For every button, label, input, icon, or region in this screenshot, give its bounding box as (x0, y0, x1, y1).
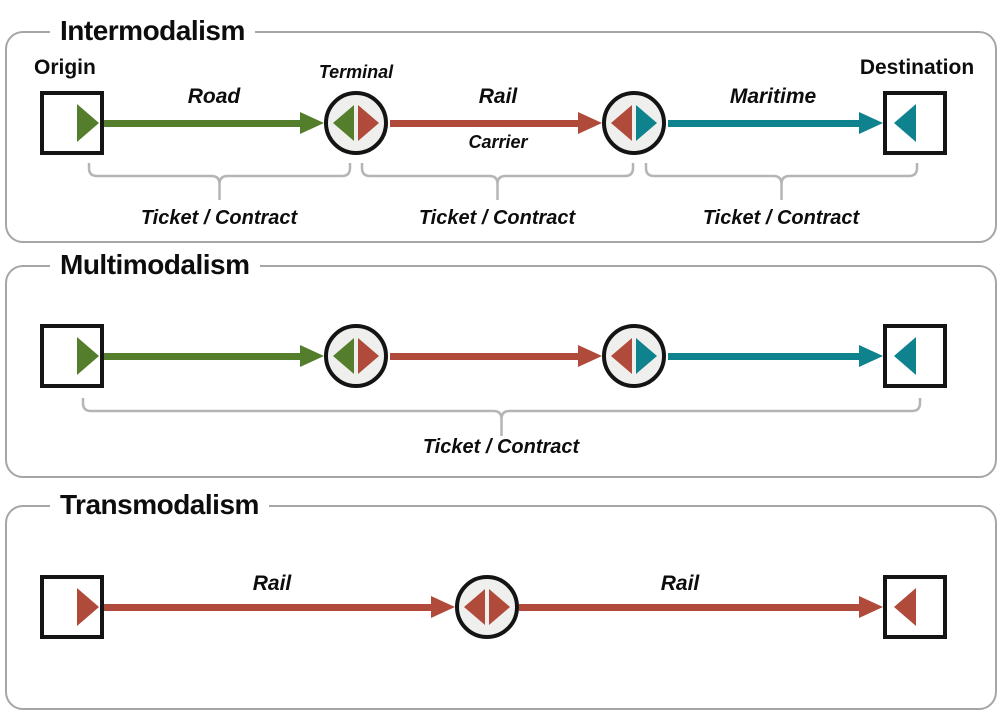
maritime-back-triangle-icon (894, 104, 916, 142)
road-forward-triangle-icon (77, 337, 99, 375)
maritime-arrow-shaft (668, 353, 861, 360)
ticket-contract-label-2: Ticket / Contract (418, 207, 576, 229)
panel-intermodalism-title: Intermodalism (50, 16, 255, 46)
ticket-contract-label-3: Ticket / Contract (702, 207, 860, 229)
destination-label: Destination (859, 56, 975, 79)
panel-transmodalism (5, 505, 997, 710)
destination-box (883, 324, 947, 388)
maritime-arrow-shaft (668, 120, 861, 127)
rail-back-triangle-icon (464, 589, 485, 625)
origin-box (40, 324, 104, 388)
road-arrow-shaft (104, 353, 304, 360)
maritime-forward-triangle-icon (636, 105, 657, 141)
rail-forward-triangle-icon (77, 588, 99, 626)
rail-back-triangle-icon (611, 338, 632, 374)
rail-arrowhead-icon (431, 596, 455, 618)
rail-mode-label-2: Rail (660, 572, 700, 595)
rail-forward-triangle-icon (358, 105, 379, 141)
road-mode-label: Road (187, 85, 241, 108)
ticket-contract-label-1: Ticket / Contract (140, 207, 298, 229)
rail-arrow-shaft-2 (519, 604, 861, 611)
terminal-label: Terminal (318, 62, 394, 82)
ticket-contract-label-multimodal: Ticket / Contract (422, 436, 580, 458)
terminal-node-2 (602, 324, 666, 388)
rail-arrowhead-icon (578, 112, 602, 134)
terminal-node-1 (324, 324, 388, 388)
terminal-node-2 (602, 91, 666, 155)
origin-box (40, 91, 104, 155)
rail-back-triangle-icon (894, 588, 916, 626)
road-forward-triangle-icon (77, 104, 99, 142)
panel-multimodalism-title: Multimodalism (50, 250, 260, 280)
destination-box (883, 91, 947, 155)
panel-intermodalism (5, 31, 997, 243)
rail-back-triangle-icon (611, 105, 632, 141)
road-back-triangle-icon (333, 105, 354, 141)
maritime-mode-label: Maritime (729, 85, 817, 108)
maritime-arrowhead-icon (859, 345, 883, 367)
rail-arrow-shaft (390, 120, 580, 127)
rail-arrow-shaft-1 (104, 604, 433, 611)
rail-arrowhead-icon (578, 345, 602, 367)
road-arrowhead-icon (300, 112, 324, 134)
destination-box (883, 575, 947, 639)
rail-forward-triangle-icon (358, 338, 379, 374)
origin-box (40, 575, 104, 639)
rail-arrow-shaft (390, 353, 580, 360)
carrier-label: Carrier (468, 132, 528, 152)
maritime-forward-triangle-icon (636, 338, 657, 374)
rail-arrowhead-icon (859, 596, 883, 618)
terminal-node-1 (324, 91, 388, 155)
panel-multimodalism (5, 265, 997, 478)
panel-transmodalism-title: Transmodalism (50, 490, 269, 520)
rail-mode-label: Rail (478, 85, 518, 108)
rail-forward-triangle-icon (489, 589, 510, 625)
origin-label: Origin (34, 56, 96, 79)
rail-mode-label-1: Rail (252, 572, 292, 595)
road-arrow-shaft (104, 120, 304, 127)
maritime-arrowhead-icon (859, 112, 883, 134)
road-back-triangle-icon (333, 338, 354, 374)
terminal-node (455, 575, 519, 639)
maritime-back-triangle-icon (894, 337, 916, 375)
road-arrowhead-icon (300, 345, 324, 367)
